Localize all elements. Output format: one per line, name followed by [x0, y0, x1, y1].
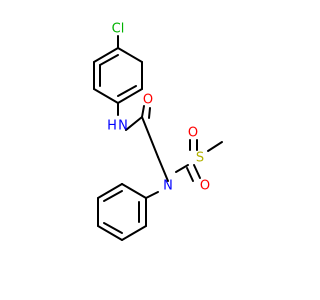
molecule-structure-diagram: Cl H N O O S O N — [93, 21, 223, 241]
bond — [103, 222, 123, 234]
bond — [193, 164, 201, 179]
bond — [175, 164, 189, 173]
carbonyl-oxygen-label: O — [143, 93, 153, 108]
bond — [99, 54, 119, 66]
bond — [207, 141, 223, 152]
bond — [141, 105, 145, 118]
bond — [117, 85, 137, 97]
sulfonamide-nitrogen-label: N — [163, 179, 173, 194]
chlorine-atom-label: Cl — [112, 22, 125, 37]
sulfur-atom-label: S — [196, 151, 204, 166]
bond — [141, 116, 159, 158]
atom-label-layer: Cl H N O O S O N — [107, 22, 210, 194]
bond — [186, 167, 194, 182]
bond — [125, 116, 143, 131]
bond — [145, 191, 159, 199]
bond — [97, 225, 123, 241]
amide-nitrogen-h-label: H — [107, 119, 117, 134]
amide-nitrogen-label: N — [118, 119, 128, 134]
sulfonyl-oxygen-upper-label: O — [188, 126, 198, 141]
bond — [93, 47, 119, 63]
bond-layer — [93, 35, 223, 241]
bond — [117, 88, 143, 104]
sulfonyl-oxygen-lower-label: O — [200, 179, 210, 194]
bond — [117, 47, 143, 63]
bond — [148, 107, 151, 119]
bond — [103, 190, 123, 202]
bond — [157, 156, 169, 182]
bond — [93, 88, 119, 104]
bond — [121, 225, 147, 241]
bond — [97, 183, 123, 199]
bond — [121, 183, 147, 199]
